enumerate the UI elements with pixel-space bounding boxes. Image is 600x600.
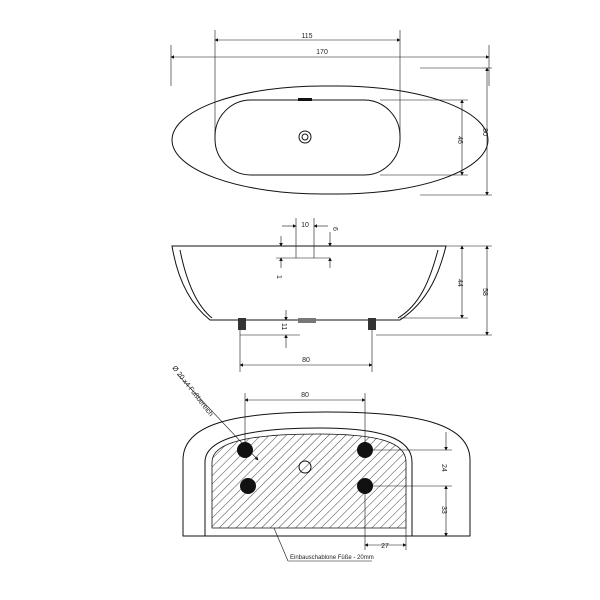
dim-80-feet-bottom: 80 [301, 392, 309, 399]
foot-left [238, 318, 246, 330]
drain-inner [301, 133, 309, 141]
dim-33: 33 [440, 506, 447, 514]
dim-46: 46 [456, 136, 463, 144]
dim-80-depth: 80 [481, 128, 488, 136]
dim-170: 170 [316, 49, 328, 56]
drain-icon-bottom [298, 460, 312, 474]
dim-44: 44 [456, 279, 463, 287]
overflow-mark [298, 98, 312, 101]
dim-58: 58 [481, 288, 488, 296]
tub-outline-side [171, 245, 447, 321]
template-note: Einbauschablone Füße - 20mm [290, 555, 374, 561]
foot-note: Ø 20 x4 Fußbereich [170, 365, 214, 418]
dim-115: 115 [301, 33, 312, 40]
dim-10: 10 [301, 222, 309, 229]
dim-80-feet-side: 80 [302, 357, 310, 364]
drain-side [298, 318, 316, 323]
tub-outline-top [171, 85, 489, 195]
foot-right [368, 318, 376, 330]
dim-6: 6 [331, 227, 338, 231]
template-hatched-area [211, 433, 407, 529]
drain-icon [298, 130, 312, 144]
dim-11: 11 [280, 323, 287, 330]
tub-outline-bottom [182, 411, 471, 537]
bottom-view: 80 Ø 20 x4 Fußbereich 24 33 27 Einbausch… [170, 365, 471, 562]
top-view: 170 115 46 80 [170, 30, 492, 196]
side-view: 10 6 1 44 58 11 80 [171, 218, 492, 372]
dim-27: 27 [381, 543, 389, 550]
dim-24: 24 [440, 464, 447, 472]
foot-circle-3 [240, 478, 256, 494]
dim-1: 1 [275, 275, 282, 279]
